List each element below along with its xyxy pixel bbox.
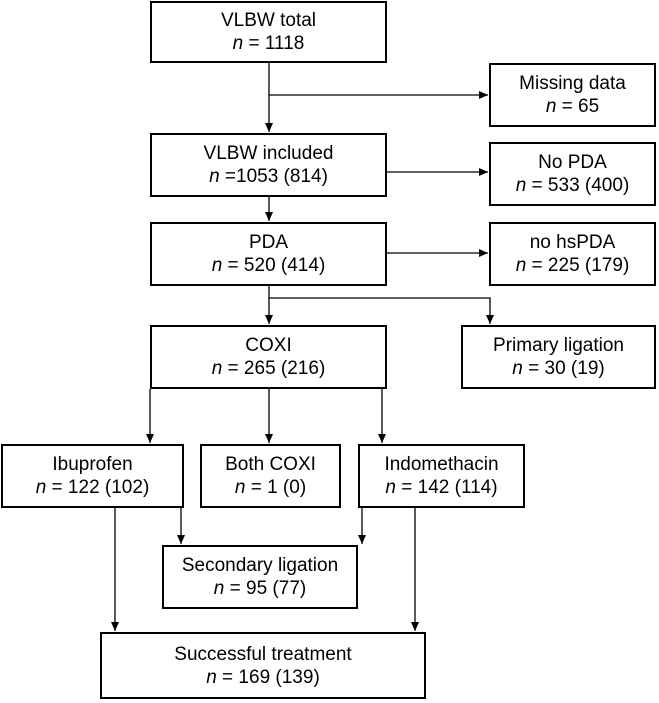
n-symbol: n — [206, 666, 217, 688]
n-symbol: n — [515, 255, 527, 276]
box-title: VLBW included — [203, 143, 334, 164]
box-no-pda: No PDA n = 533 (400) — [489, 142, 656, 206]
box-count: n = 30 (19) — [512, 357, 604, 380]
count-value: =1053 (814) — [219, 166, 328, 187]
box-title: Both COXI — [225, 454, 316, 475]
count-value: = 1 (0) — [245, 477, 307, 498]
count-value: = 122 (102) — [46, 477, 150, 498]
n-symbol: n — [213, 578, 225, 599]
box-successful-treatment: Successful treatment n = 169 (139) — [100, 632, 426, 699]
box-vlbw-total: VLBW total n = 1118 — [150, 1, 387, 63]
count-value: = 265 (216) — [222, 358, 326, 379]
box-count: n = 65 — [546, 95, 599, 118]
box-count: n = 265 (216) — [212, 357, 326, 380]
box-indomethacin: Indomethacin n = 142 (114) — [358, 444, 525, 508]
box-vlbw-included: VLBW included n =1053 (814) — [150, 133, 387, 197]
arrow-pda-to-primary — [269, 297, 494, 324]
n-symbol: n — [211, 358, 223, 379]
n-symbol: n — [234, 477, 246, 498]
count-value: = 533 (400) — [526, 175, 630, 196]
n-symbol: n — [211, 255, 223, 276]
box-title: VLBW total — [220, 10, 317, 31]
n-symbol: n — [545, 96, 557, 117]
n-symbol: n — [232, 33, 244, 54]
box-title: Indomethacin — [384, 454, 499, 475]
box-count: n = 1118 — [233, 32, 305, 55]
box-title: Missing data — [519, 73, 626, 94]
box-count: n = 520 (414) — [212, 254, 326, 277]
box-missing-data: Missing data n = 65 — [489, 63, 656, 127]
box-title: Ibuprofen — [52, 454, 133, 475]
count-value: = 142 (114) — [396, 477, 498, 498]
box-count: n = 1 (0) — [235, 476, 306, 499]
box-both-coxi: Both COXI n = 1 (0) — [200, 444, 341, 508]
box-count: n = 225 (179) — [516, 254, 630, 277]
count-value: = 225 (179) — [526, 255, 630, 276]
count-value: = 1118 — [243, 33, 305, 54]
box-title: no hsPDA — [529, 232, 616, 253]
n-symbol: n — [209, 166, 220, 187]
box-count: n = 95 (77) — [214, 577, 306, 600]
box-pda: PDA n = 520 (414) — [150, 222, 387, 286]
box-count: n = 142 (114) — [385, 476, 497, 499]
count-value: = 95 (77) — [224, 578, 307, 599]
n-symbol: n — [512, 358, 523, 379]
box-coxi: COXI n = 265 (216) — [150, 325, 387, 389]
box-ibuprofen: Ibuprofen n = 122 (102) — [1, 444, 184, 508]
box-title: Successful treatment — [174, 643, 352, 665]
count-value: = 65 — [556, 96, 600, 117]
n-symbol: n — [385, 477, 396, 498]
box-secondary-ligation: Secondary ligation n = 95 (77) — [162, 545, 358, 609]
box-no-hspda: no hsPDA n = 225 (179) — [489, 222, 656, 286]
box-title: COXI — [245, 335, 292, 356]
count-value: = 169 (139) — [216, 666, 320, 688]
box-title: Secondary ligation — [181, 555, 339, 576]
n-symbol: n — [35, 477, 47, 498]
box-title: No PDA — [538, 152, 607, 173]
box-count: n = 169 (139) — [206, 666, 320, 689]
box-count: n =1053 (814) — [209, 165, 328, 188]
box-primary-ligation: Primary ligation n = 30 (19) — [461, 325, 656, 389]
box-title: Primary ligation — [493, 335, 624, 356]
n-symbol: n — [515, 175, 527, 196]
box-count: n = 122 (102) — [36, 476, 150, 499]
box-count: n = 533 (400) — [516, 174, 630, 197]
count-value: = 520 (414) — [222, 255, 326, 276]
box-title: PDA — [248, 232, 289, 253]
count-value: = 30 (19) — [522, 358, 605, 379]
